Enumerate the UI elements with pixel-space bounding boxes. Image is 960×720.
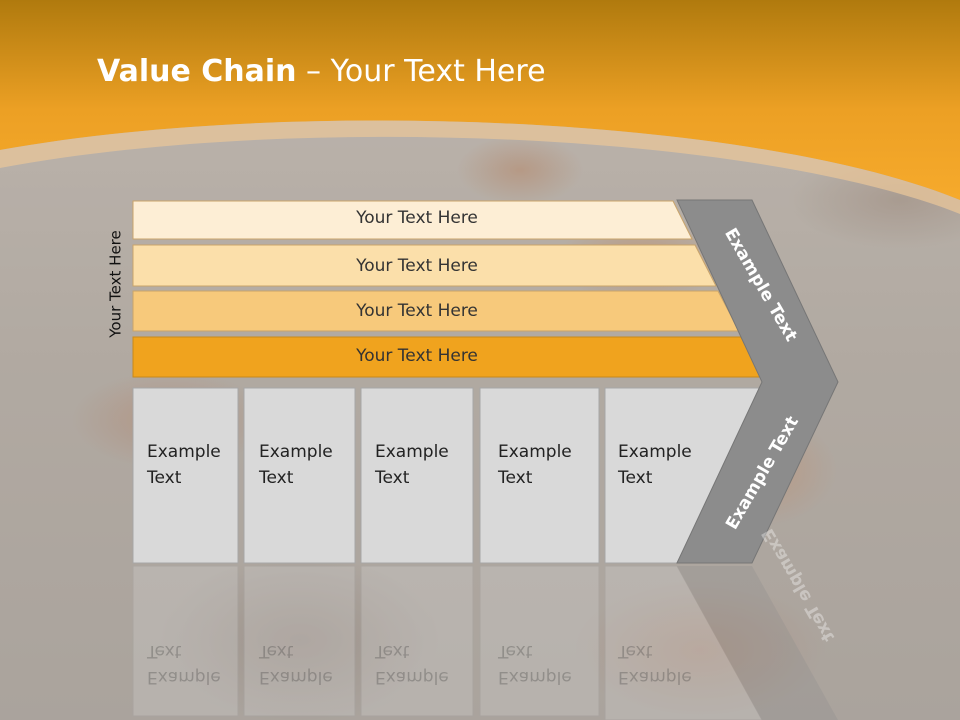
- box-4-line1: Example: [498, 442, 572, 462]
- title-band: [0, 0, 960, 214]
- box-3-text: Example Text: [375, 439, 475, 491]
- box-4-text: Example Text: [498, 439, 598, 491]
- bar-3-label: Your Text Here: [356, 301, 478, 321]
- box-4: [479, 387, 600, 564]
- box-5-text: Example Text: [618, 439, 718, 491]
- box-1-text: Example Text: [147, 439, 247, 491]
- chevron-arrow: [676, 199, 839, 564]
- box-2-line1: Example: [259, 442, 333, 462]
- box-3: [360, 387, 474, 564]
- box-5-line2: Text: [618, 468, 653, 488]
- bar-2: [132, 244, 717, 287]
- diagram-reflection: [132, 565, 838, 720]
- bar-2-label: Your Text Here: [356, 256, 478, 276]
- box-1-line2: Text: [147, 468, 182, 488]
- box-2: [243, 387, 356, 564]
- bar-1: [132, 200, 693, 240]
- box-3-line1: Example: [375, 442, 449, 462]
- box-1-line1: Example: [147, 442, 221, 462]
- title-rest: – Your Text Here: [296, 54, 546, 89]
- bar-1-label: Your Text Here: [356, 208, 478, 228]
- slide-title: Value Chain – Your Text Here: [97, 54, 546, 89]
- box-2-line2: Text: [259, 468, 294, 488]
- box-1: [132, 387, 239, 564]
- box-5-line1: Example: [618, 442, 692, 462]
- bar-4-label: Your Text Here: [356, 346, 478, 366]
- box-2-text: Example Text: [259, 439, 359, 491]
- title-bold: Value Chain: [97, 54, 297, 89]
- box-4-line2: Text: [498, 468, 533, 488]
- box-3-line2: Text: [375, 468, 410, 488]
